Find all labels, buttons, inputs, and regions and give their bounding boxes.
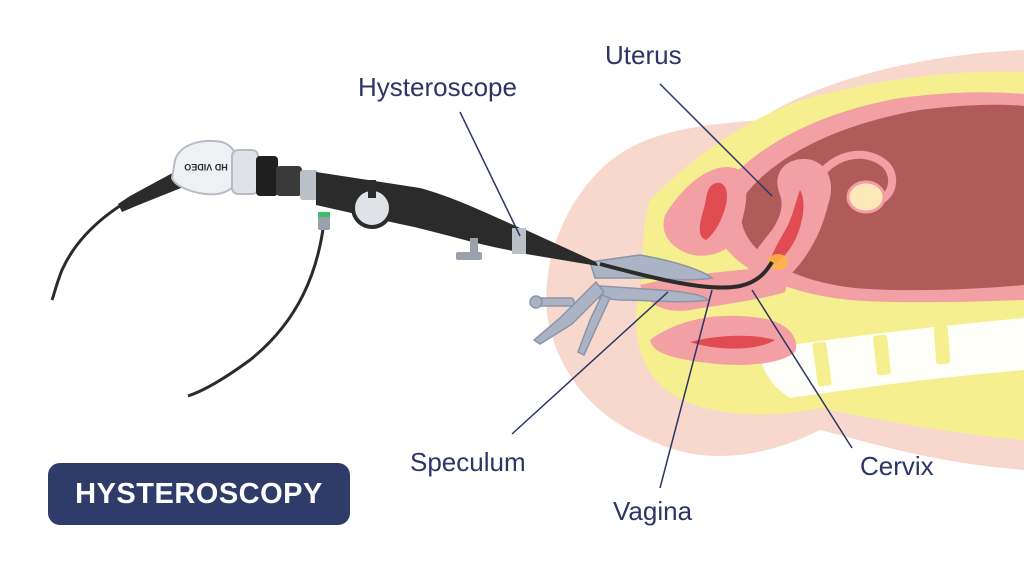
leader-uterus bbox=[659, 83, 773, 197]
scope-tip bbox=[526, 230, 598, 266]
label-vagina: Vagina bbox=[613, 496, 693, 526]
label-uterus: Uterus bbox=[605, 40, 682, 70]
speculum-screw-knob bbox=[529, 295, 543, 309]
scope-sheath bbox=[316, 172, 520, 252]
scope-collar bbox=[276, 166, 302, 196]
speculum-thumb-lever bbox=[577, 294, 612, 357]
side-port bbox=[456, 252, 482, 260]
branding-text: HD VIDEO bbox=[184, 162, 228, 172]
uterine-cavity bbox=[768, 190, 804, 268]
leader-hysteroscope bbox=[459, 111, 521, 237]
valve-stem bbox=[368, 180, 376, 198]
title-text: HYSTEROSCOPY bbox=[75, 477, 323, 510]
label-speculum: Speculum bbox=[410, 447, 526, 477]
camera-coupler bbox=[231, 149, 259, 195]
label-cervix: Cervix bbox=[860, 451, 934, 481]
scope-silver-band bbox=[300, 170, 318, 200]
sheath-band bbox=[512, 228, 526, 254]
camera-branding: HD VIDEO bbox=[184, 162, 228, 172]
pelvic-anatomy bbox=[546, 50, 1024, 470]
vertebra bbox=[873, 334, 891, 376]
inserted-scope bbox=[599, 260, 774, 290]
label-hysteroscope: Hysteroscope bbox=[358, 72, 517, 102]
speculum-lower-blade bbox=[597, 285, 710, 303]
eyepiece-ring bbox=[256, 156, 278, 196]
leader-lines bbox=[459, 83, 853, 489]
rectum-lumen bbox=[690, 335, 775, 349]
fallopian-tube bbox=[816, 150, 897, 202]
leader-vagina bbox=[659, 289, 713, 489]
cervix-light bbox=[768, 254, 788, 270]
light-cable bbox=[187, 221, 326, 398]
speculum bbox=[529, 254, 714, 357]
vertebrae bbox=[812, 325, 951, 387]
speculum-handle bbox=[532, 280, 606, 345]
title-badge: HYSTEROSCOPY bbox=[48, 463, 350, 525]
leader-speculum bbox=[511, 291, 669, 435]
side-port-stem bbox=[470, 238, 478, 256]
speculum-upper-blade bbox=[589, 254, 714, 281]
vertebra bbox=[812, 341, 832, 387]
vertebra bbox=[933, 325, 951, 365]
light-post-band bbox=[318, 212, 330, 217]
cable-strain-relief bbox=[118, 170, 186, 212]
leader-cervix bbox=[751, 289, 853, 449]
ovary bbox=[846, 180, 886, 214]
bladder-lumen bbox=[699, 182, 728, 240]
hysteroscope: HD VIDEO bbox=[50, 140, 774, 398]
